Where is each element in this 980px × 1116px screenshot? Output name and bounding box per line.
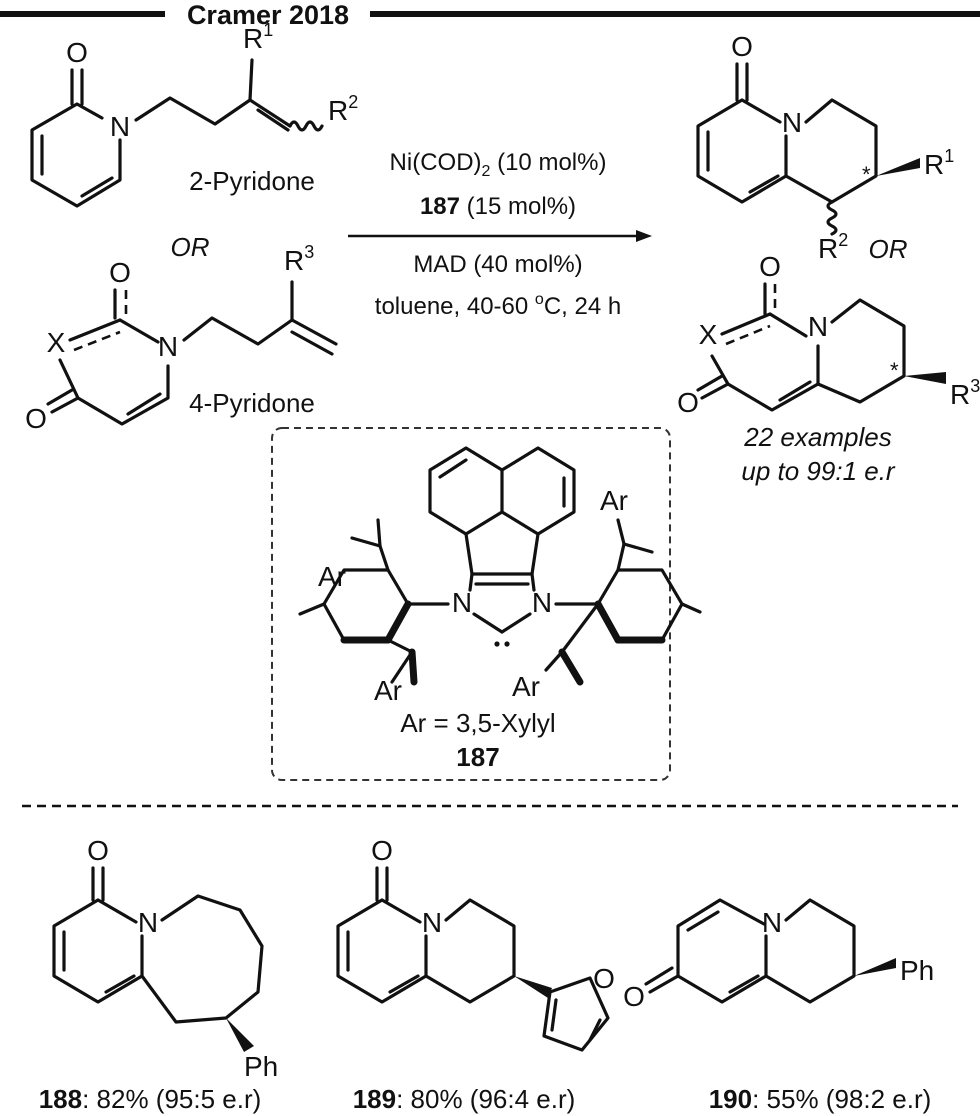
ligand-caption: Ar = 3,5-Xylyl bbox=[400, 708, 555, 738]
label-ar: Ar bbox=[600, 485, 628, 516]
label-4-pyridone: 4-Pyridone bbox=[189, 388, 315, 418]
atom-n: N bbox=[808, 311, 828, 342]
reactant-4-pyridone: O X N O R3 4-Pyridone bbox=[25, 242, 338, 434]
atom-o: O bbox=[87, 835, 109, 866]
atom-n: N bbox=[532, 587, 552, 618]
atom-n: N bbox=[110, 111, 130, 142]
ligand-box bbox=[271, 427, 671, 781]
product-2: O X N O * R3 22 examples up to 99:1 e.r bbox=[677, 251, 980, 486]
or-label-right: OR bbox=[869, 234, 908, 264]
atom-o: O bbox=[109, 257, 131, 288]
condition-solvent: toluene, 40-60 oC, 24 h bbox=[375, 291, 621, 320]
reaction-arrow: Ni(COD)2 (10 mol%) 187 (15 mol%) MAD (40… bbox=[348, 149, 652, 320]
atom-n: N bbox=[762, 907, 782, 938]
atom-x: X bbox=[47, 327, 66, 358]
label-ar: Ar bbox=[374, 675, 402, 706]
atom-o: O bbox=[623, 981, 645, 1012]
atom-o: O bbox=[677, 387, 699, 418]
wedge-bond bbox=[226, 1018, 254, 1052]
wedge-bond bbox=[854, 958, 896, 976]
example-caption: 188: 82% (95:5 e.r) bbox=[39, 1084, 262, 1114]
example-189: O N O 189: 80% (96:4 e.r) bbox=[336, 835, 620, 1114]
label-examples: 22 examples bbox=[743, 422, 891, 452]
atom-o: O bbox=[593, 963, 615, 994]
atom-n: N bbox=[158, 331, 178, 362]
condition-catalyst: Ni(COD)2 (10 mol%) bbox=[390, 149, 607, 180]
wedge-bond bbox=[904, 372, 946, 384]
label-r2: R2 bbox=[328, 92, 358, 126]
atom-n: N bbox=[782, 107, 802, 138]
wedge-bond bbox=[514, 976, 552, 998]
label-r3: R3 bbox=[284, 242, 314, 276]
atom-o: O bbox=[25, 403, 47, 434]
header: Cramer 2018 bbox=[0, 0, 980, 30]
label-r3: R3 bbox=[950, 376, 980, 410]
label-r2: R2 bbox=[818, 230, 848, 264]
atom-o: O bbox=[371, 835, 393, 866]
label-r1: R1 bbox=[243, 20, 273, 54]
carbene-dot bbox=[504, 641, 510, 647]
condition-ligand: 187 (15 mol%) bbox=[420, 193, 576, 220]
condition-additive: MAD (40 mol%) bbox=[413, 251, 582, 278]
ligand-id: 187 bbox=[456, 742, 499, 772]
product-1: O N * R1 R2 OR bbox=[696, 31, 954, 264]
label-ar: Ar bbox=[318, 561, 346, 592]
example-caption: 190: 55% (98:2 e.r) bbox=[709, 1084, 932, 1114]
wedge-bond bbox=[876, 158, 920, 176]
atom-o: O bbox=[66, 37, 88, 68]
example-188: O N Ph 188: 82% (95:5 e.r) bbox=[39, 835, 279, 1114]
atom-n: N bbox=[422, 907, 442, 938]
example-caption: 189: 80% (96:4 e.r) bbox=[353, 1084, 576, 1114]
atom-o: O bbox=[731, 31, 753, 62]
atom-ph: Ph bbox=[900, 955, 934, 986]
example-190: O N Ph 190: 55% (98:2 e.r) bbox=[623, 898, 934, 1114]
label-ar: Ar bbox=[512, 671, 540, 702]
atom-x: X bbox=[699, 319, 718, 350]
stereo-mark: * bbox=[862, 162, 871, 187]
atom-n: N bbox=[138, 907, 158, 938]
carbene-dot bbox=[494, 641, 500, 647]
arrow-head bbox=[636, 230, 652, 242]
label-r1: R1 bbox=[924, 146, 954, 180]
atom-n: N bbox=[452, 587, 472, 618]
atom-o: O bbox=[759, 251, 781, 282]
header-title: Cramer 2018 bbox=[187, 0, 349, 30]
reactant-2-pyridone: O N R1 R2 2-Pyridone bbox=[30, 20, 358, 208]
ligand-187: N N Ar Ar Ar Ar Ar = 3,5-Xylyl 187 bbox=[271, 427, 702, 781]
atom-ph: Ph bbox=[244, 1051, 278, 1082]
label-er: up to 99:1 e.r bbox=[741, 456, 896, 486]
label-2-pyridone: 2-Pyridone bbox=[189, 166, 315, 196]
or-label-left: OR bbox=[171, 232, 210, 262]
stereo-mark: * bbox=[890, 358, 899, 383]
